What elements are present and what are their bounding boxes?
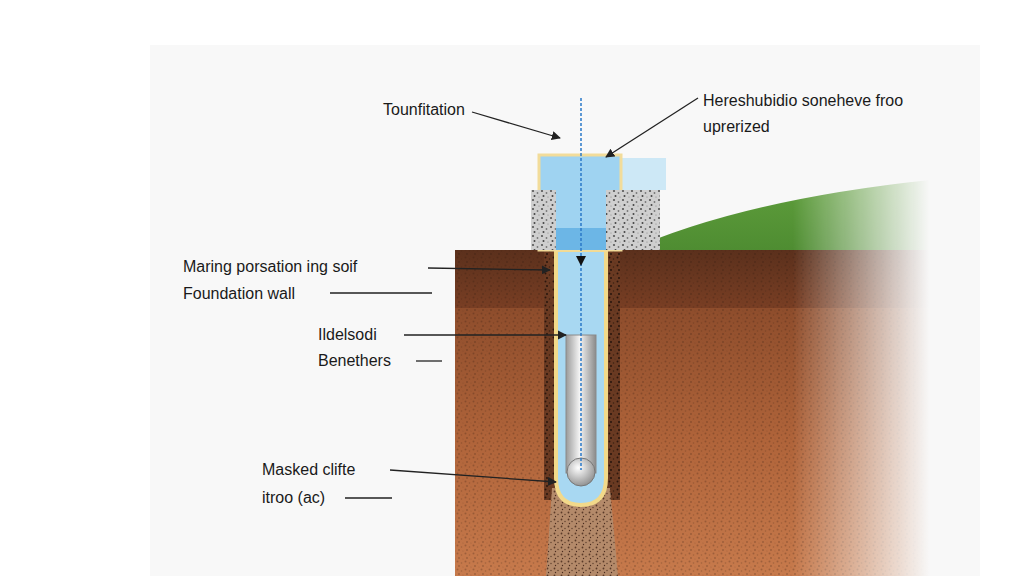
part-label: Masked clifte (262, 457, 355, 483)
part-label: itroo (ac) (262, 485, 325, 511)
part-label: Hereshubidio soneheve froo uprerized (703, 88, 908, 140)
level-marker (576, 256, 586, 266)
leader-line (404, 334, 566, 335)
gravel-fill (606, 190, 660, 250)
part-label: Maring porsation ing soif (183, 254, 357, 280)
soil-texture (455, 250, 935, 576)
leader-line (330, 292, 432, 293)
gravel-fill (531, 190, 556, 250)
part-label: Foundation wall (183, 281, 295, 307)
cap-extension (620, 158, 666, 190)
part-label: Tounfitation (383, 97, 465, 123)
leader-line (472, 112, 560, 138)
leader-lines (330, 98, 698, 498)
leader-line (345, 497, 392, 498)
part-label: Benethers (318, 348, 391, 374)
leader-line (390, 470, 556, 482)
part-label: Ildelsodi (318, 322, 377, 348)
leader-line (416, 360, 442, 361)
leader-line (606, 98, 698, 157)
center-line (580, 98, 582, 470)
leader-line (428, 268, 550, 270)
ground (455, 180, 935, 576)
pile-tip (567, 458, 595, 486)
grass-hill (455, 180, 930, 260)
background-panel (150, 45, 980, 576)
